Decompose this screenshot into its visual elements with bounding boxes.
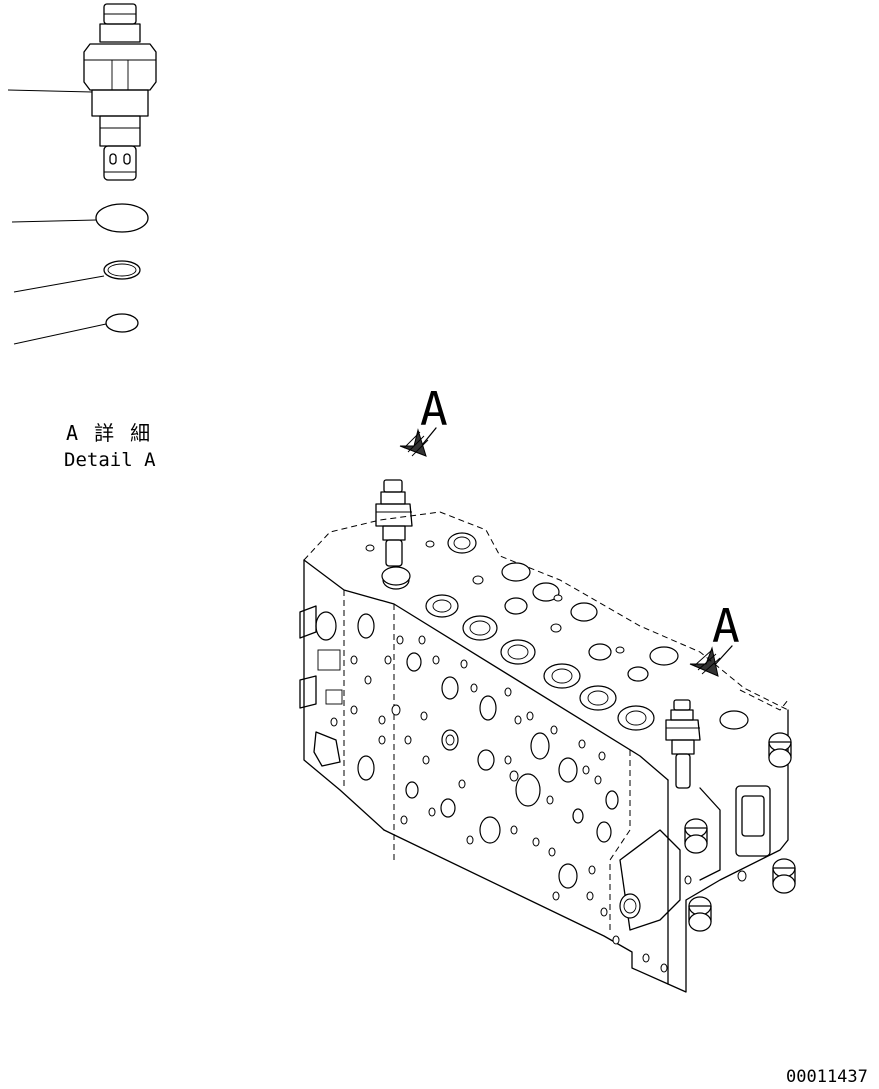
detail-label-en: Detail A: [64, 449, 156, 471]
view-arrow-icon-right: [689, 645, 733, 677]
o-ring-icon: [95, 203, 149, 233]
view-arrow-icon: [399, 427, 437, 457]
leader-line-valve: [7, 89, 93, 93]
small-o-ring-icon: [105, 313, 139, 333]
detail-label-jp: A 詳 細: [66, 421, 152, 445]
backup-ring-icon: [103, 260, 141, 280]
installed-valve-right-icon: [665, 699, 701, 789]
leader-line-o-ring: [11, 219, 97, 223]
installed-valve-left-icon: [375, 479, 413, 586]
leader-line-backup-ring: [13, 275, 105, 293]
view-marker-a-right: A: [712, 599, 740, 653]
view-marker-a-left: A: [420, 382, 448, 436]
valve-body-icon: [299, 511, 796, 993]
drawing-number: 00011437: [786, 1067, 868, 1084]
relief-valve-icon: [83, 3, 157, 181]
leader-line-small-o-ring: [13, 323, 107, 345]
